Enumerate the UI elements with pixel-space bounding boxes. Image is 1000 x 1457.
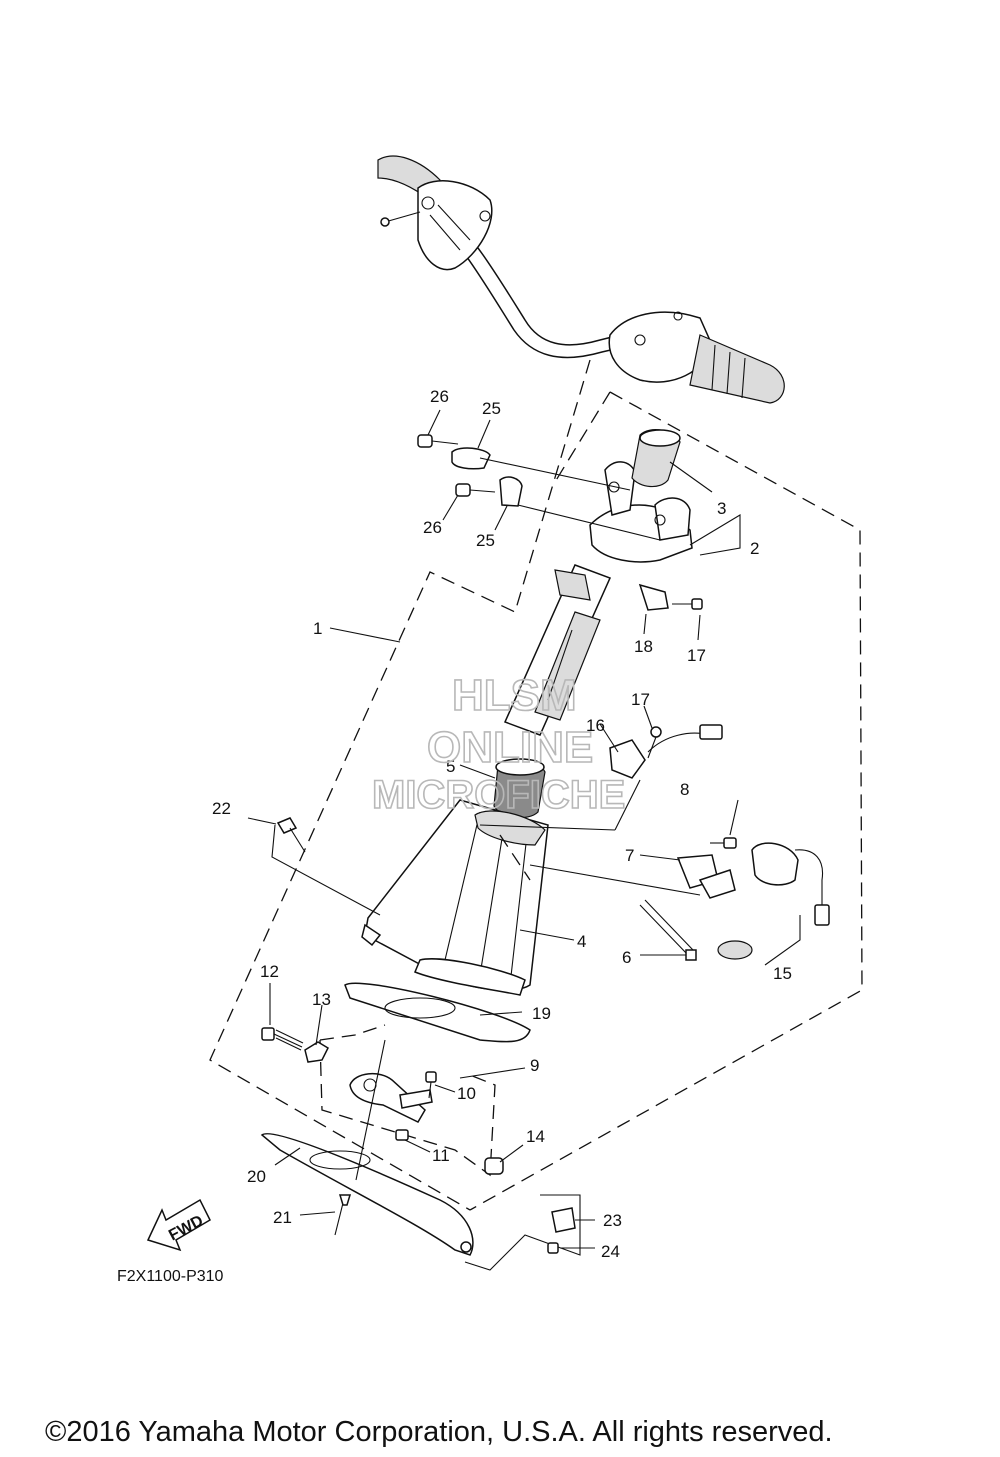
callout-labels: 1 2 3 4 5 6 7 8 9 10 11 12 13 14 15 16 1…: [212, 387, 792, 1261]
watermark: HLSM ONLINE MICROFICHE: [371, 670, 626, 818]
callout-4: 4: [577, 932, 586, 951]
callout-26-lower: 26: [423, 518, 442, 537]
callout-25-lower: 25: [476, 531, 495, 550]
callout-16: 16: [586, 716, 605, 735]
callout-7: 7: [625, 846, 634, 865]
callout-25-upper: 25: [482, 399, 501, 418]
handlebar-assembly: [377, 155, 785, 404]
callout-3: 3: [717, 499, 726, 518]
steering-column: [493, 429, 693, 819]
callout-20: 20: [247, 1167, 266, 1186]
gasket-and-plate: [260, 982, 531, 1256]
copyright-notice: ©2016 Yamaha Motor Corporation, U.S.A. A…: [45, 1416, 833, 1448]
fasteners: [261, 434, 830, 1254]
callout-1: 1: [313, 619, 322, 638]
callout-22: 22: [212, 799, 231, 818]
leader-lines: [247, 409, 801, 1249]
callout-23: 23: [603, 1211, 622, 1230]
callout-21: 21: [273, 1208, 292, 1227]
callout-13: 13: [312, 990, 331, 1009]
callout-17-lower: 17: [631, 690, 650, 709]
watermark-line-3: MICROFICHE: [372, 773, 625, 817]
callout-10: 10: [457, 1084, 476, 1103]
callout-6: 6: [622, 948, 631, 967]
watermark-line-2: ONLINE: [427, 723, 593, 772]
callout-14: 14: [526, 1127, 545, 1146]
drawing-code: F2X1100-P310: [117, 1268, 224, 1285]
tilt-link: [349, 1073, 433, 1123]
callout-12: 12: [260, 962, 279, 981]
callout-17-upper: 17: [687, 646, 706, 665]
callout-18: 18: [634, 637, 653, 656]
column-housing: [361, 799, 549, 996]
callout-11: 11: [432, 1146, 450, 1165]
callout-26-upper: 26: [430, 387, 449, 406]
callout-8: 8: [680, 780, 689, 799]
callout-2: 2: [750, 539, 759, 558]
callout-19: 19: [532, 1004, 551, 1023]
callout-5: 5: [446, 757, 455, 776]
callout-15: 15: [773, 964, 792, 983]
watermark-line-1: HLSM: [452, 671, 577, 720]
callout-24: 24: [601, 1242, 620, 1261]
fwd-arrow: FWD: [146, 1198, 211, 1252]
callout-9: 9: [530, 1056, 539, 1075]
